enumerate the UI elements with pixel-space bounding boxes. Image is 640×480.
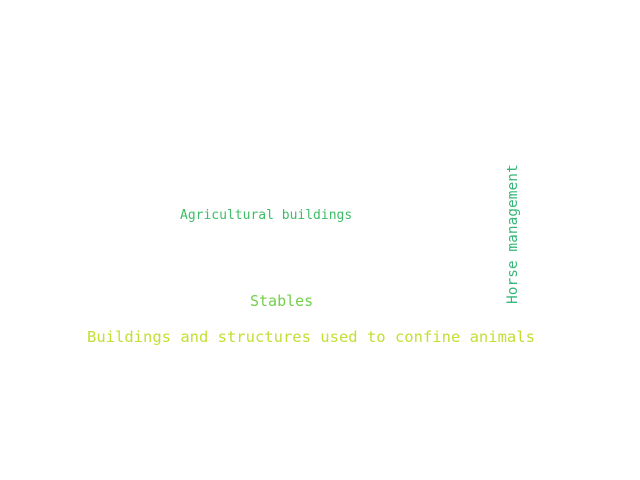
word-buildings-confine-animals: Buildings and structures used to confine… bbox=[87, 328, 535, 346]
word-stables: Stables bbox=[250, 292, 314, 310]
word-horse-management: Horse management bbox=[505, 164, 521, 304]
word-agricultural-buildings: Agricultural buildings bbox=[180, 208, 353, 223]
